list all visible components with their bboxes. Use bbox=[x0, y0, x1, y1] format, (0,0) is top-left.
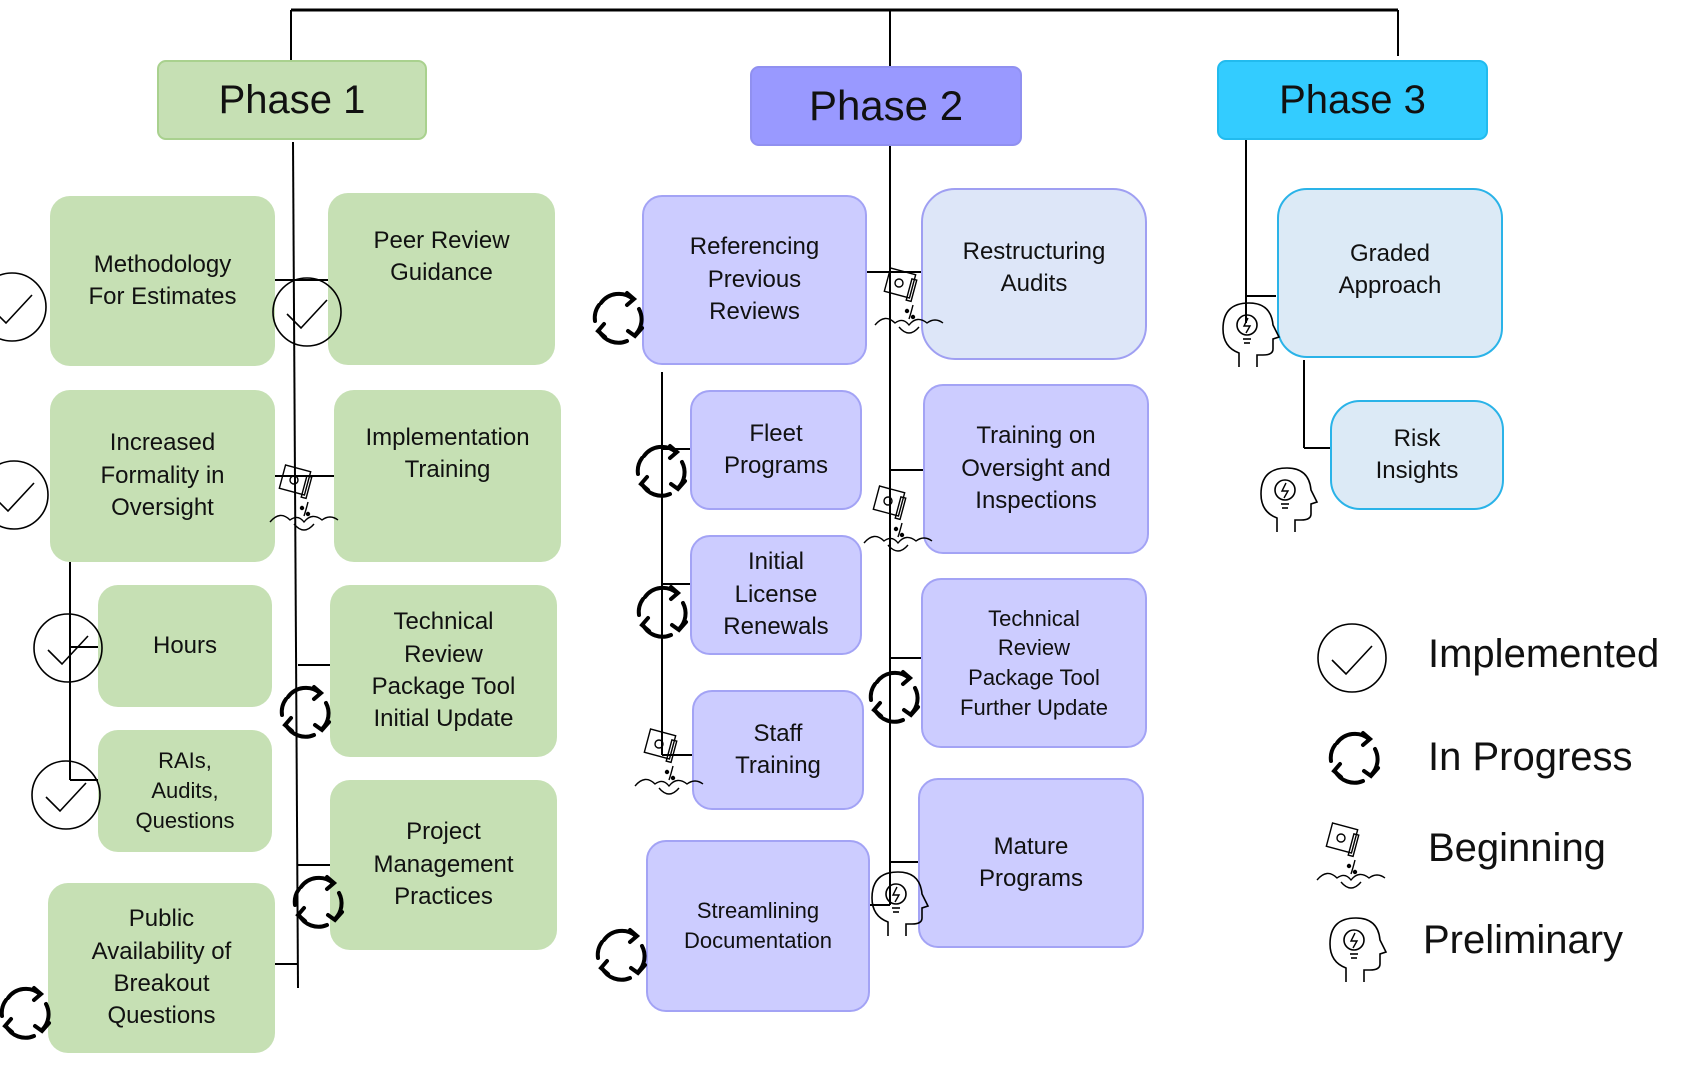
head-icon bbox=[866, 866, 930, 943]
check-icon bbox=[1316, 622, 1388, 699]
restructuring-audits-box: Restructuring Audits bbox=[921, 188, 1147, 360]
hours-box: Hours bbox=[98, 585, 272, 707]
streamlining-box: Streamlining Documentation bbox=[646, 840, 870, 1012]
legend-implemented-label: Implemented bbox=[1428, 632, 1660, 676]
head-icon bbox=[1217, 297, 1281, 374]
rais-box: RAIs, Audits, Questions bbox=[98, 730, 272, 852]
cycle-icon bbox=[1323, 727, 1385, 794]
check-icon bbox=[32, 612, 104, 689]
phase-2-header: Phase 2 bbox=[750, 66, 1022, 146]
license-renewals-box: Initial License Renewals bbox=[690, 535, 862, 655]
trp-further-box: Technical Review Package Tool Further Up… bbox=[921, 578, 1147, 748]
seed-icon bbox=[873, 265, 947, 344]
check-icon bbox=[30, 759, 102, 836]
cycle-icon bbox=[590, 924, 652, 991]
oversight-training-box: Training on Oversight and Inspections bbox=[923, 384, 1149, 554]
legend-beginning-label: Beginning bbox=[1428, 826, 1606, 870]
referencing-box: Referencing Previous Reviews bbox=[642, 195, 867, 365]
cycle-icon bbox=[863, 666, 925, 733]
cycle-icon bbox=[0, 982, 56, 1049]
cycle-icon bbox=[274, 681, 336, 748]
cycle-icon bbox=[630, 440, 692, 507]
seed-icon bbox=[633, 726, 707, 805]
head-icon bbox=[1255, 462, 1319, 539]
check-icon bbox=[271, 276, 343, 353]
phase-1-header: Phase 1 bbox=[157, 60, 427, 140]
cycle-icon bbox=[287, 871, 349, 938]
staff-training-box: Staff Training bbox=[692, 690, 864, 810]
risk-insights-box: Risk Insights bbox=[1330, 400, 1504, 510]
seed-icon bbox=[1315, 820, 1389, 899]
check-icon bbox=[0, 271, 48, 348]
phase-3-header: Phase 3 bbox=[1217, 60, 1488, 140]
seed-icon bbox=[862, 483, 936, 562]
cycle-icon bbox=[587, 287, 649, 354]
implementation-training-box: Implementation Training bbox=[334, 390, 561, 562]
public-availability-box: Public Availability of Breakout Question… bbox=[48, 883, 275, 1053]
fleet-programs-box: Fleet Programs bbox=[690, 390, 862, 510]
mature-programs-box: Mature Programs bbox=[918, 778, 1144, 948]
cycle-icon bbox=[631, 581, 693, 648]
peer-review-box: Peer Review Guidance bbox=[328, 193, 555, 365]
formality-box: Increased Formality in Oversight bbox=[50, 390, 275, 562]
seed-icon bbox=[268, 462, 342, 541]
head-icon bbox=[1324, 912, 1388, 989]
check-icon bbox=[0, 459, 50, 536]
legend-in-progress-label: In Progress bbox=[1428, 735, 1633, 779]
legend-preliminary-label: Preliminary bbox=[1423, 918, 1624, 962]
methodology-box: Methodology For Estimates bbox=[50, 196, 275, 366]
trp-initial-box: Technical Review Package Tool Initial Up… bbox=[330, 585, 557, 757]
project-management-box: Project Management Practices bbox=[330, 780, 557, 950]
graded-approach-box: Graded Approach bbox=[1277, 188, 1503, 358]
